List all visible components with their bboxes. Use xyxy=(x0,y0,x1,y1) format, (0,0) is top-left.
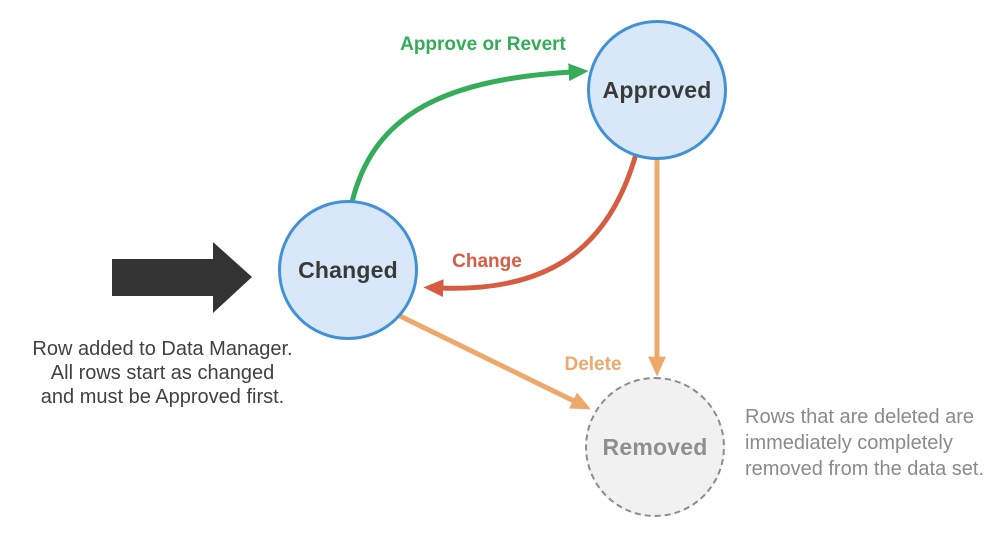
node-removed-label: Removed xyxy=(602,433,708,460)
entry-note-line: Row added to Data Manager. xyxy=(32,338,293,360)
removed-note: Rows that are deleted are immediately co… xyxy=(745,404,1000,482)
edge-delete-arrow xyxy=(397,313,591,410)
node-changed-label: Changed xyxy=(298,256,398,283)
node-removed: Removed xyxy=(585,377,725,517)
edge-change-arrow xyxy=(423,151,639,298)
node-approved-label: Approved xyxy=(602,76,712,103)
removed-note-line: Rows that are deleted are xyxy=(745,406,975,428)
node-changed: Changed xyxy=(278,200,418,340)
entry-note-line: All rows start as changed xyxy=(50,362,275,384)
entry-arrow-icon xyxy=(112,242,252,313)
entry-note-line: and must be Approved first. xyxy=(40,386,285,408)
node-approved: Approved xyxy=(587,20,727,160)
edge-label-delete: Delete xyxy=(564,354,622,375)
edge-label-change: Change xyxy=(452,251,522,272)
edge-approve-or-revert-arrow xyxy=(349,63,589,205)
entry-note: Row added to Data Manager. All rows star… xyxy=(15,337,310,409)
removed-note-line: immediately completely xyxy=(745,432,953,454)
edge-label-approve-or-revert: Approve or Revert xyxy=(400,34,566,55)
removed-note-line: removed from the data set. xyxy=(745,458,985,480)
